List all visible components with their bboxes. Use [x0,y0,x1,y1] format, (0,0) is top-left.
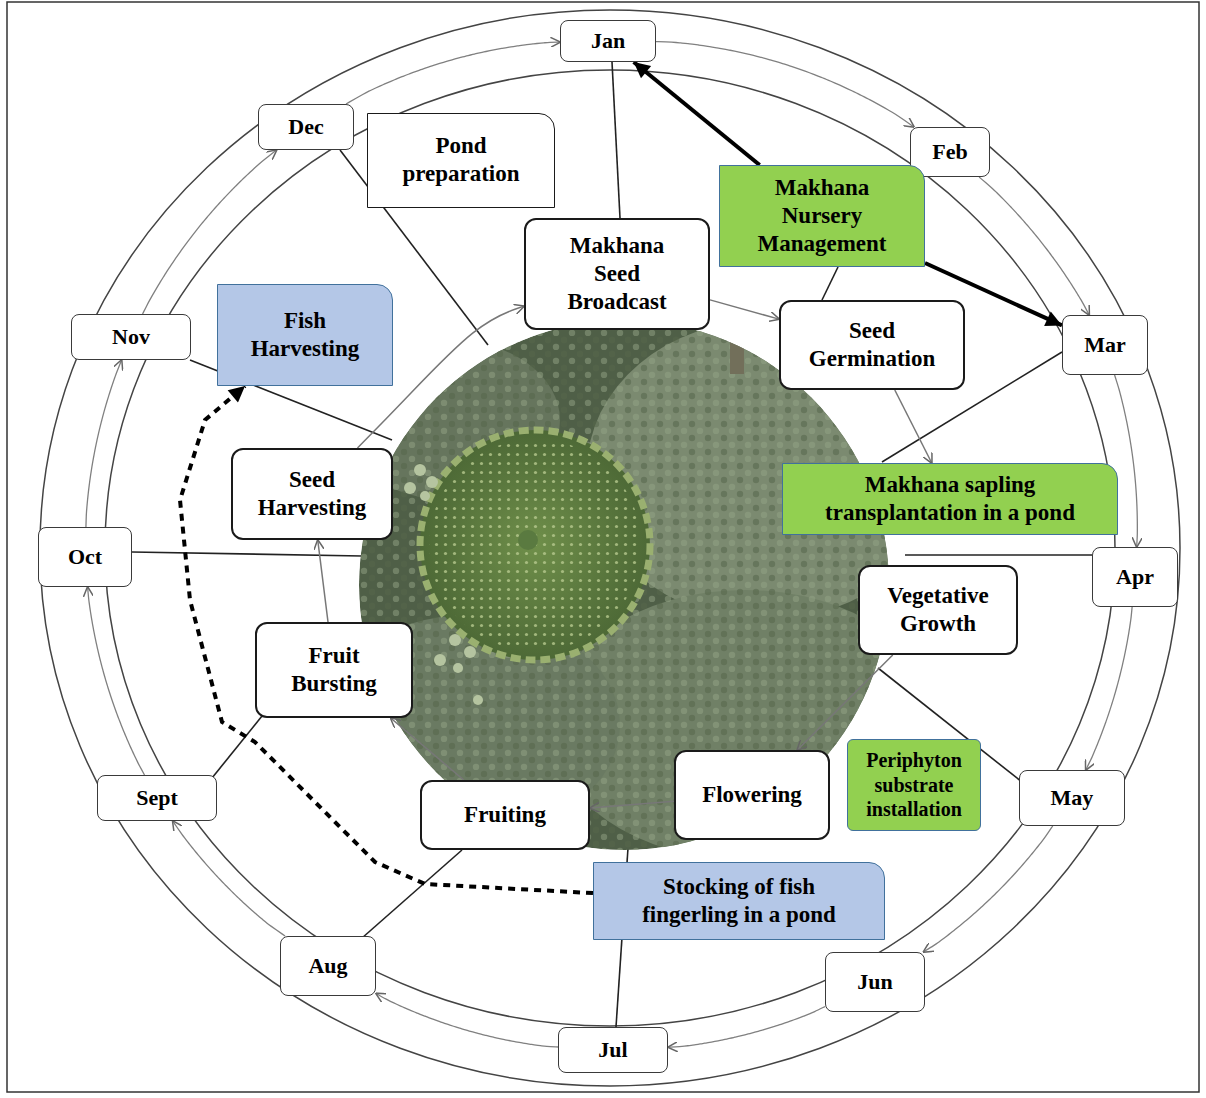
crop-activity-box: Makhana Nursery Management [719,165,925,267]
month-label: May [1051,785,1094,812]
activity-label: Stocking of fish fingerling in a pond [624,873,854,929]
month-arrow [668,1007,825,1048]
month-spokes [132,62,1092,1027]
stage-label: Seed Germination [789,317,955,373]
stage-arrow [318,540,328,622]
fish-activity-box: Stocking of fish fingerling in a pond [593,862,885,940]
month-label: Nov [112,324,150,351]
month-box: Apr [1092,547,1178,607]
month-label: Mar [1084,332,1126,359]
stage-box: Fruiting [420,780,590,850]
month-box: Nov [71,314,191,360]
inner-ring [105,70,1115,1026]
stage-box: Seed Germination [779,300,965,390]
month-label: Dec [288,114,323,141]
month-arrow [346,42,560,104]
crop-activity-box: Periphyton substrate installation [847,739,981,831]
stage-label: Makhana Seed Broadcast [557,232,677,316]
month-arrow [88,587,145,775]
month-box: May [1019,770,1125,826]
fish-culture-arrow [180,386,593,893]
month-box: Oct [38,527,132,587]
month-box: Jan [560,20,656,62]
nursery-span-arrow [634,62,760,165]
month-label: Feb [932,139,967,166]
stage-label: Seed Harvesting [241,466,383,522]
stage-label: Fruiting [464,801,546,829]
month-arrow [86,360,122,527]
stage-box: Makhana Seed Broadcast [524,218,710,330]
fish-activity-box: Fish Harvesting [217,284,393,386]
activity-label: Makhana Nursery Management [747,174,897,258]
stage-arrow [895,390,932,463]
month-arrow [1086,607,1132,770]
month-label: Jun [857,969,892,996]
month-label: Jan [591,28,625,55]
month-label: Oct [68,544,102,571]
stage-label: Fruit Bursting [265,642,403,698]
stage-label: Vegetative Growth [868,582,1008,638]
month-box: Sept [97,775,217,821]
month-box: Aug [280,936,376,996]
stage-arrow [391,718,464,780]
month-box: Jul [558,1027,668,1073]
stage-box: Fruit Bursting [255,622,413,718]
crop-activity-box: Makhana sapling transplantation in a pon… [782,463,1118,535]
activity-label: Makhana sapling transplantation in a pon… [800,471,1100,527]
month-label: Apr [1116,564,1154,591]
stage-box: Vegetative Growth [858,565,1018,655]
month-label: Jul [598,1037,627,1064]
stage-arrow [590,801,674,808]
month-box: Dec [258,104,354,150]
stage-arrow [710,300,779,319]
month-box: Feb [910,127,990,177]
stage-label: Flowering [702,781,802,809]
outer-ring [40,10,1180,1086]
month-label: Sept [136,785,178,812]
stage-box: Flowering [674,750,830,840]
activity-box: Pond preparation [367,113,555,208]
frame [7,2,1199,1092]
activity-label: Periphyton substrate installation [856,748,972,821]
month-arrow [173,821,285,936]
month-arrow [923,826,1052,952]
activity-label: Fish Harvesting [240,307,370,363]
month-arrow [376,993,558,1047]
stage-arrow [797,655,893,750]
month-label: Aug [308,953,347,980]
month-box: Mar [1062,315,1148,375]
month-box: Jun [825,952,925,1012]
stage-box: Seed Harvesting [231,448,393,540]
activity-label: Pond preparation [391,132,531,188]
